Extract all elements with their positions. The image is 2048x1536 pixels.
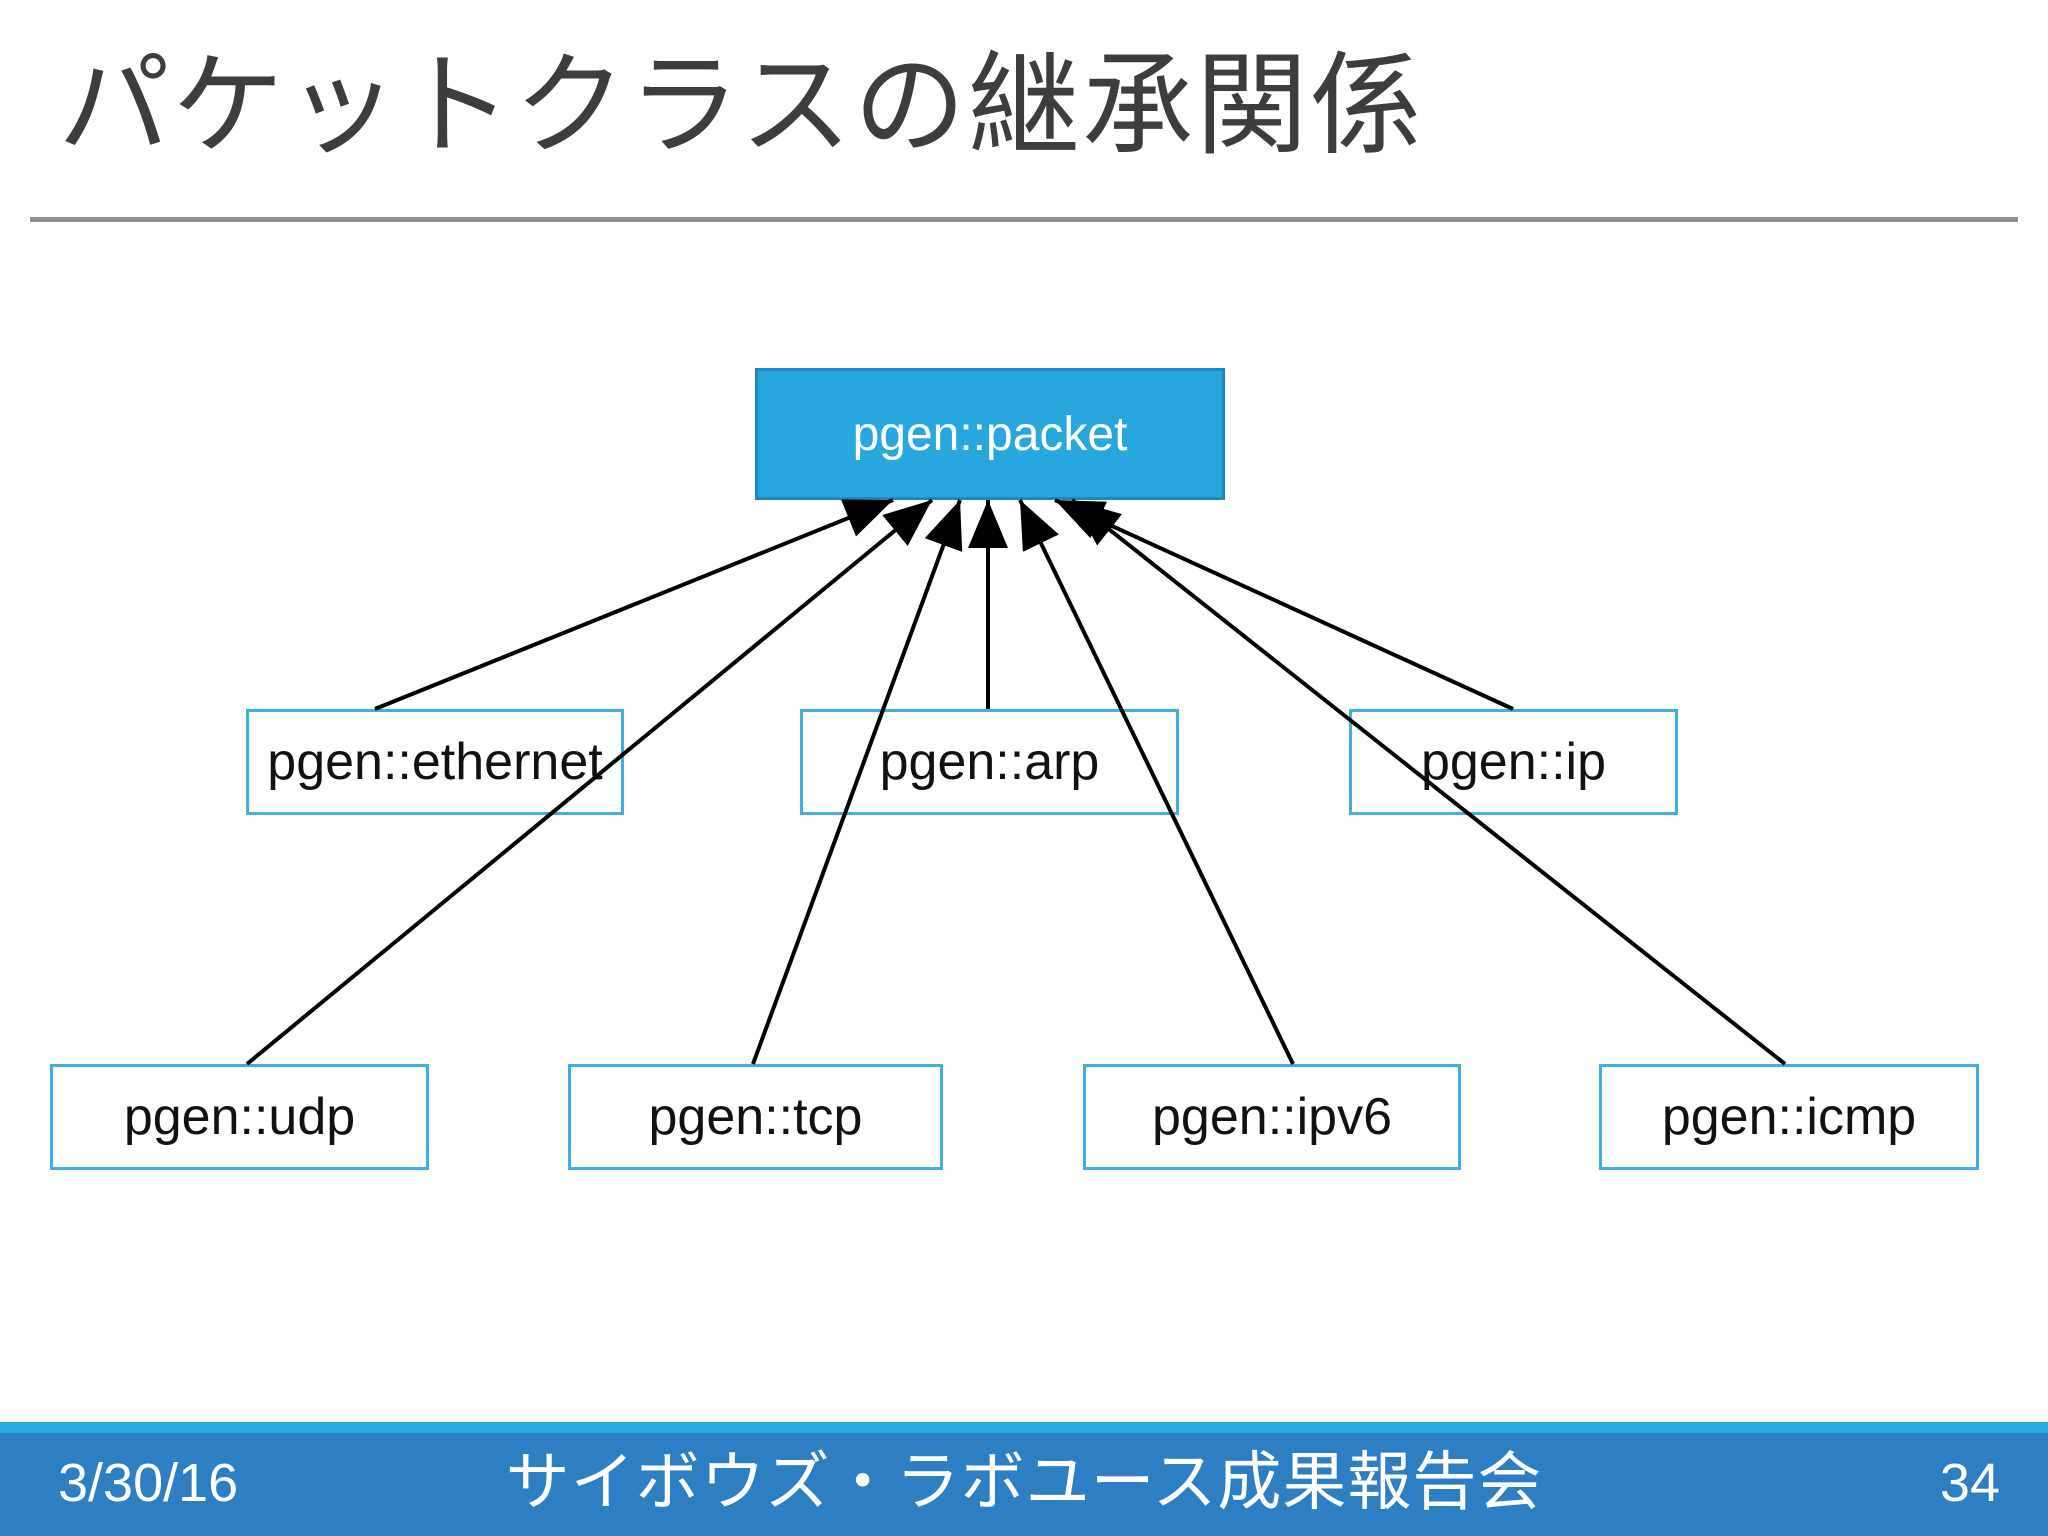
node-label-ethernet: pgen::ethernet xyxy=(267,733,603,791)
node-ip: pgen::ip xyxy=(1349,709,1678,815)
node-label-tcp: pgen::tcp xyxy=(648,1088,863,1146)
node-label-udp: pgen::udp xyxy=(123,1088,356,1146)
node-tcp: pgen::tcp xyxy=(568,1064,943,1170)
node-arp: pgen::arp xyxy=(800,709,1179,815)
node-label-ip: pgen::ip xyxy=(1420,733,1607,791)
node-icmp: pgen::icmp xyxy=(1599,1064,1979,1170)
node-packet: pgen::packet xyxy=(755,368,1225,500)
node-label-ipv6: pgen::ipv6 xyxy=(1152,1088,1392,1146)
title-divider xyxy=(30,217,2018,222)
node-udp: pgen::udp xyxy=(50,1064,429,1170)
footer-bar: 3/30/16 サイボウズ・ラボユース成果報告会 34 xyxy=(0,1433,2048,1536)
node-ethernet: pgen::ethernet xyxy=(246,709,624,815)
footer-accent-strip xyxy=(0,1422,2048,1433)
footer-page-number: 34 xyxy=(1939,1453,2000,1513)
node-ipv6: pgen::ipv6 xyxy=(1083,1064,1461,1170)
edge-ethernet-to-packet xyxy=(374,498,894,711)
footer-date: 3/30/16 xyxy=(58,1453,239,1513)
node-label-arp: pgen::arp xyxy=(879,733,1100,791)
node-label-packet: pgen::packet xyxy=(852,407,1128,461)
edge-ip-to-packet xyxy=(1054,498,1514,711)
slide-title: パケットクラスの継承関係 xyxy=(58,43,1424,168)
node-label-icmp: pgen::icmp xyxy=(1661,1088,1917,1146)
footer-event-title: サイボウズ・ラボユース成果報告会 xyxy=(505,1446,1543,1518)
